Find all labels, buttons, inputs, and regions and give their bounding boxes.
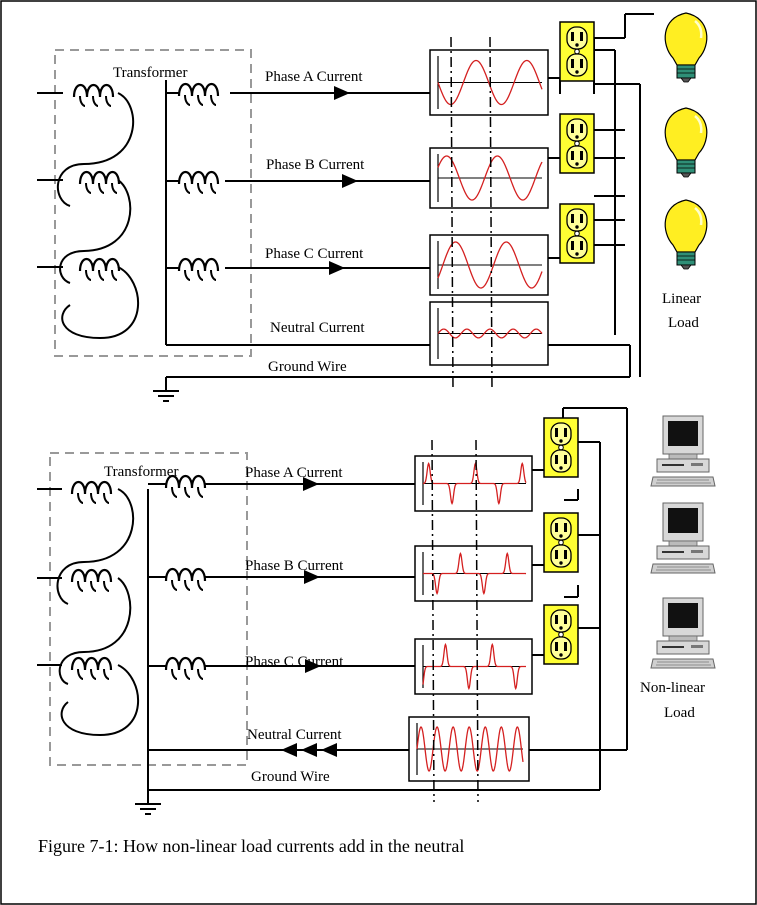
bottom-phase-c-arrow: [305, 659, 321, 673]
top-phase-c-label: Phase C Current: [265, 246, 364, 262]
bottom-outlet-b-icon: [543, 512, 579, 573]
top-ground-symbol-icon: [152, 376, 180, 402]
bottom-ground-symbol-icon: [134, 789, 162, 815]
top-primary-coil-c: [78, 257, 121, 282]
bottom-marker-line-2: [475, 439, 479, 803]
bottom-secondary-coil-b: [164, 567, 207, 592]
top-secondary-coil-b: [177, 170, 220, 195]
top-section: [37, 13, 654, 378]
bottom-neutral-arrow-1: [281, 743, 297, 757]
bottom-scope-neutral: [408, 716, 530, 782]
top-phase-b-arrow: [342, 174, 358, 188]
computer-icon-2: [650, 502, 716, 574]
bottom-transformer-label: Transformer: [104, 464, 178, 480]
computer-icon-3: [650, 597, 716, 669]
bottom-outlet-c-icon: [543, 604, 579, 665]
top-waveform-panels: [429, 49, 549, 366]
top-scope-phase-c: [429, 234, 549, 296]
bottom-scope-phase-c: [414, 638, 533, 695]
bottom-scope-phase-a-wave: [422, 462, 527, 505]
top-marker-line-1: [450, 36, 454, 391]
top-outlet-c-icon: [559, 203, 595, 264]
light-bulb-icon-2: [663, 106, 709, 179]
bottom-phase-a-label: Phase A Current: [245, 465, 343, 481]
bottom-phase-c-label: Phase C Current: [245, 654, 344, 670]
bottom-phase-b-arrow: [304, 570, 320, 584]
top-phase-a-label: Phase A Current: [265, 69, 363, 85]
top-secondary-coil-c: [177, 257, 220, 282]
bottom-scope-neutral-wave: [416, 726, 524, 772]
top-scope-phase-b: [429, 147, 549, 209]
bottom-neutral-arrow-2: [301, 743, 317, 757]
top-ground-label: Ground Wire: [268, 359, 347, 375]
bottom-scope-phase-c-wave: [422, 642, 526, 691]
top-primary-coil-b: [78, 170, 121, 195]
bottom-primary-coil-b: [70, 568, 113, 593]
bottom-outlet-a-icon: [543, 417, 579, 478]
bottom-neutral-label: Neutral Current: [247, 727, 342, 743]
bottom-phase-b-label: Phase B Current: [245, 558, 344, 574]
top-scope-phase-c-wave: [437, 241, 543, 289]
top-transformer-label: Transformer: [113, 65, 187, 81]
bottom-load-label-2: Load: [664, 705, 695, 721]
top-neutral-label: Neutral Current: [270, 320, 365, 336]
bottom-primary-coil-c: [70, 656, 113, 681]
light-bulb-icon-3: [663, 198, 709, 271]
bottom-scope-phase-b-wave: [423, 552, 527, 595]
bottom-waveform-panels: [408, 455, 533, 782]
top-primary-coil-a: [72, 83, 115, 108]
computer-icon-1: [650, 415, 716, 487]
bottom-scope-phase-a: [414, 455, 533, 512]
top-load-label-2: Load: [668, 315, 699, 331]
top-phase-b-label: Phase B Current: [266, 157, 365, 173]
top-marker-line-2: [489, 36, 493, 391]
bottom-primary-coil-a: [70, 480, 113, 505]
bottom-ground-label: Ground Wire: [251, 769, 330, 785]
top-secondary-coil-a: [177, 82, 220, 107]
bottom-marker-line-1: [431, 439, 435, 803]
top-load-label-1: Linear: [662, 291, 701, 307]
top-scope-neutral-wave: [437, 328, 543, 339]
bottom-secondary-coil-c: [164, 656, 207, 681]
top-transformer-enclosure: [54, 49, 252, 357]
top-scope-neutral: [429, 301, 549, 366]
top-outlet-a-icon: [559, 21, 595, 82]
top-phase-c-arrow: [329, 261, 345, 275]
top-outlet-b-icon: [559, 113, 595, 174]
figure-caption: Figure 7-1: How non-linear load currents…: [38, 836, 464, 856]
top-phase-a-arrow: [334, 86, 350, 100]
light-bulb-icon-1: [663, 11, 709, 84]
top-scope-phase-a: [429, 49, 549, 116]
bottom-phase-a-arrow: [303, 477, 319, 491]
bottom-neutral-arrow-3: [321, 743, 337, 757]
bottom-scope-phase-b: [414, 545, 533, 602]
bottom-load-label-1: Non-linear: [640, 680, 705, 696]
